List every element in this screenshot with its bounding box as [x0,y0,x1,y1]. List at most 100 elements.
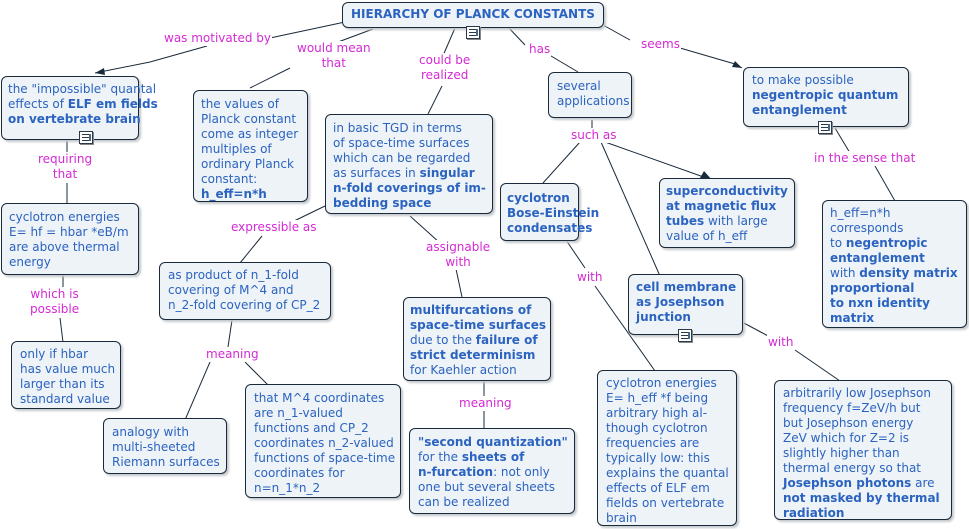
label-was-motivated-by: was motivated by [163,31,272,46]
node-text-line: can be realized [418,495,510,509]
node-text-line: which can be regarded [333,151,471,165]
label-seems: seems [640,37,681,52]
node-text-line: radiation [783,506,845,520]
node-text-line: negentropic quantum [752,88,899,102]
node-text-line: proportional [830,281,915,295]
document-icon[interactable] [79,131,93,144]
title-node: HIERARCHY OF PLANCK CONSTANTS [342,2,604,28]
node-text-line: come as integer [201,127,299,141]
node-text-line: arbitrarily low Josephson [783,386,931,400]
node-text-line: for the sheets of [418,450,525,464]
node-text-line: with density matrix [830,266,958,280]
node-text-line: one but several sheets [418,480,556,494]
node-text-line: at magnetic flux [666,199,777,213]
node-text-line: energy [9,255,51,269]
node-text-line: frequency f=ZeV/h but [783,401,921,415]
node-text-line: value of h_eff [666,229,748,243]
node-text-line: that M^4 coordinates [254,391,385,405]
label-such-as: such as [570,128,618,143]
node-text-line: h_eff=n*h [201,187,267,201]
node-text-line: as product of n_1-fold [168,268,299,282]
label-meaning-multifurcations: meaning [458,396,513,411]
node-text-line: effects of ELF em fields [8,97,158,111]
node-text-line: effects of ELF em [606,481,710,495]
node-text-line: Josephson photons are [783,476,935,490]
node-text-line: covering of M^4 and [168,283,294,297]
node-text-line: multifurcations of [410,303,532,317]
node-text-line: larger than its [20,377,105,391]
node-text-line: junction [636,310,691,324]
document-icon[interactable] [466,26,480,39]
node-text-line: constant: [201,172,258,186]
node-text-line: cyclotron [507,191,570,205]
label-expressible-as: expressible as [230,220,318,235]
node-text-line: corresponds [830,221,904,235]
node-text-line: analogy with [112,425,189,439]
node-text-line: has value much [20,362,116,376]
node-text-line: but Josephson energy [783,416,914,430]
node-text-line: only if hbar [20,347,89,361]
node-text-line: of space-time surfaces [333,136,470,150]
label-meaning-coverings: meaning [205,347,260,362]
node-text-line: multiples of [201,142,272,156]
node-text-line: due to the failure of [410,333,538,347]
document-icon[interactable] [818,121,832,134]
label-with-cyclotron: with [576,270,604,285]
node-text-line: for Kaehler action [410,363,517,377]
node-text-line: n=n_1*n_2 [254,481,321,495]
document-icon[interactable] [678,329,692,342]
node-text-line: explains the quantal [606,466,729,480]
node-text-line: several [557,79,601,93]
node-text-line: the values of [201,97,279,111]
node-text-line: to negentropic [830,236,928,250]
node-text-line: are n_1-valued [254,406,343,420]
node-text-line: h_eff=n*h [830,206,891,220]
node-text-line: coordinates n_2-valued [254,436,394,450]
node-text-line: Riemann surfaces [112,455,220,469]
node-text-line: strict determinism [410,348,536,362]
node-text-line: are above thermal [9,240,120,254]
node-text-line: brain [606,511,637,525]
node-text-line: on vertebrate brain [8,112,141,126]
node-text-line: functions of space-time [254,451,396,465]
node-text-line: E= hf = hbar *eB/m [9,225,129,239]
node-text-line: applications [557,94,630,108]
label-in-the-sense-that: in the sense that [813,151,917,166]
node-text-line: typically low: this [606,451,710,465]
label-with-josephson: with [767,335,795,350]
node-text-line: bedding space [333,196,432,210]
node-text-line: n-furcation: not only [418,465,550,479]
node-text-line: cell membrane [636,280,737,294]
page-title: HIERARCHY OF PLANCK CONSTANTS [351,7,595,21]
node-text-line: condensates [507,221,593,235]
node-text-line: matrix [830,311,875,325]
node-text-line: superconductivity [666,184,788,198]
node-text-line: as Josephson [636,295,725,309]
node-text-line: ZeV which for Z=2 is [783,431,910,445]
node-text-line: n-fold coverings of im- [333,181,486,195]
node-text-line: thermal energy so that [783,461,922,475]
node-text-line: tubes with large [666,214,768,228]
node-text-line: Planck constant [201,112,297,126]
node-text-line: to make possible [752,73,854,87]
node-text-line: n_2-fold covering of CP_2 [168,298,321,312]
